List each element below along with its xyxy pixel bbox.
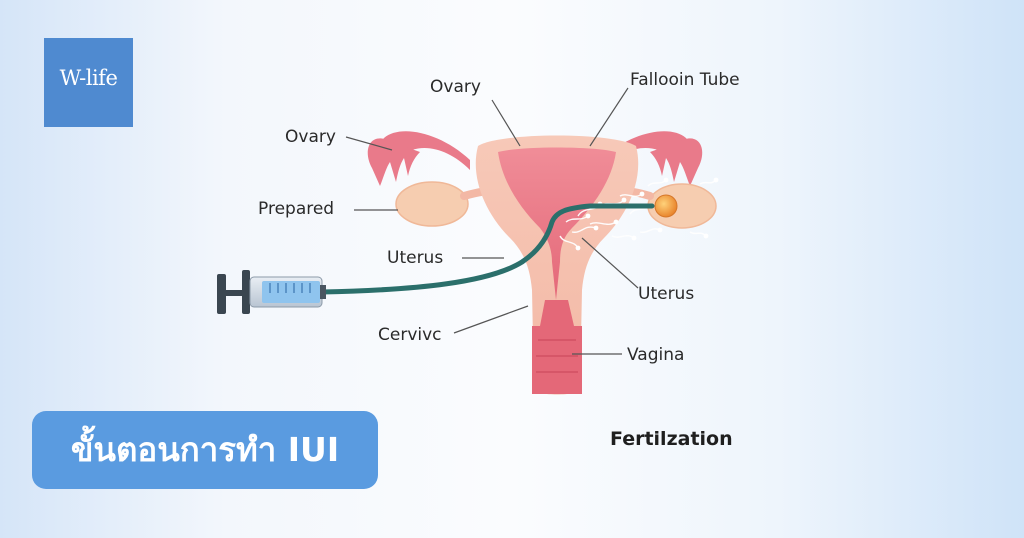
w-life-logo: W-life xyxy=(44,38,133,127)
iui-steps-badge: ขั้นตอนการทำ IUI xyxy=(32,411,378,489)
right-fimbriae xyxy=(650,138,703,186)
leader-ovary-top xyxy=(491,99,521,147)
label-uterus-right: Uterus xyxy=(638,284,695,304)
label-ovary-top: Ovary xyxy=(430,77,481,97)
left-fallopian-tube xyxy=(380,131,470,170)
syringe xyxy=(217,270,326,314)
right-fallopian-tube xyxy=(600,131,690,170)
label-prepared: Prepared xyxy=(258,199,335,219)
label-falloin-tube: Fallooin Tube xyxy=(630,70,740,90)
uterine-cavity xyxy=(498,147,616,300)
label-ovary-left: Ovary xyxy=(285,127,336,147)
egg-cell xyxy=(654,194,678,218)
label-cervix: Cervivc xyxy=(378,325,442,345)
leader-falloin-tube xyxy=(589,87,629,147)
label-vagina: Vagina xyxy=(627,345,685,365)
leader-uterus-right xyxy=(581,237,639,289)
cervical-canal xyxy=(532,300,582,394)
insemination-catheter xyxy=(319,203,655,295)
caption-fertilization: Fertilzation xyxy=(610,428,733,450)
vaginal-folds xyxy=(536,339,578,373)
logo-name: W-life xyxy=(59,66,118,90)
label-uterus-left: Uterus xyxy=(387,248,444,268)
left-ovary xyxy=(395,181,469,227)
leader-ovary-left xyxy=(345,136,393,151)
leader-cervix xyxy=(453,305,529,334)
left-fimbriae xyxy=(367,138,420,186)
